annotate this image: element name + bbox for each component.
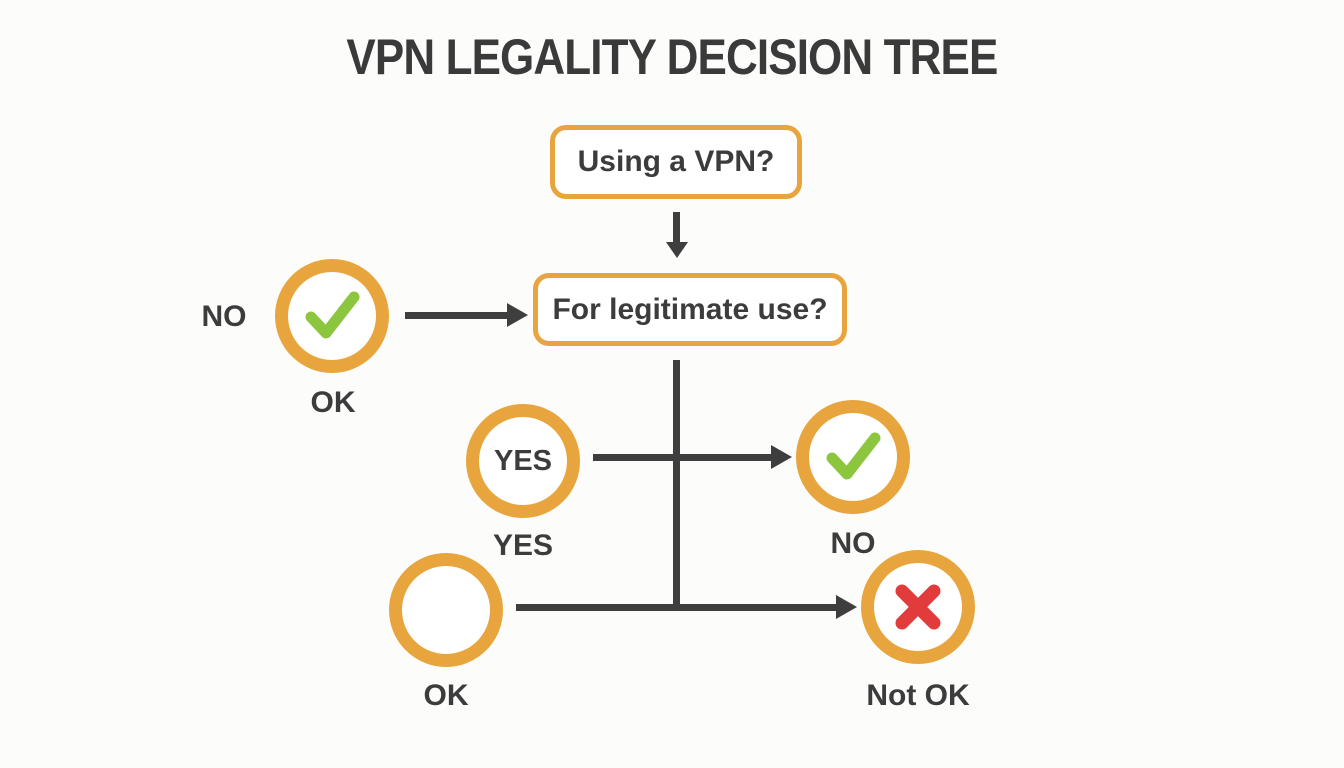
outcome-caption-no: NO <box>830 527 876 560</box>
check-icon <box>826 432 881 480</box>
arrow-right-icon-no <box>507 303 528 327</box>
outcome-circle-not-ok <box>861 550 975 664</box>
connector-bottom-shaft <box>516 604 838 611</box>
branch-circle-yes: YES <box>466 404 580 518</box>
arrow-right-icon-bottom <box>836 595 857 619</box>
question-box-legitimate-use-label: For legitimate use? <box>552 292 828 326</box>
check-icon <box>305 291 360 339</box>
outcome-circle-ok <box>275 259 389 373</box>
question-box-legitimate-use: For legitimate use? <box>533 273 847 346</box>
connector-down-shaft <box>673 212 680 244</box>
branch-circle-yes-text: YES <box>493 444 553 477</box>
outcome-caption-ok-bottom: OK <box>423 679 469 712</box>
x-icon <box>895 584 941 630</box>
arrow-right-icon-yes <box>771 445 792 469</box>
outcome-circle-no-check <box>796 400 910 514</box>
branch-circle-empty <box>389 553 503 667</box>
connector-vertical-trunk <box>673 360 680 611</box>
question-box-using-vpn: Using a VPN? <box>550 125 802 199</box>
outcome-caption-not-ok: Not OK <box>866 679 970 712</box>
branch-caption-yes: YES <box>492 529 554 562</box>
question-box-using-vpn-label: Using a VPN? <box>577 145 775 178</box>
branch-label-no: NO <box>201 300 247 333</box>
page-title: VPN LEGALITY DECISION TREE <box>0 28 1344 86</box>
arrow-down-icon <box>666 242 688 258</box>
page-title-text: VPN LEGALITY DECISION TREE <box>346 29 998 85</box>
connector-yes-shaft <box>593 454 773 461</box>
connector-no-shaft <box>405 312 509 319</box>
outcome-caption-ok: OK <box>310 386 356 419</box>
